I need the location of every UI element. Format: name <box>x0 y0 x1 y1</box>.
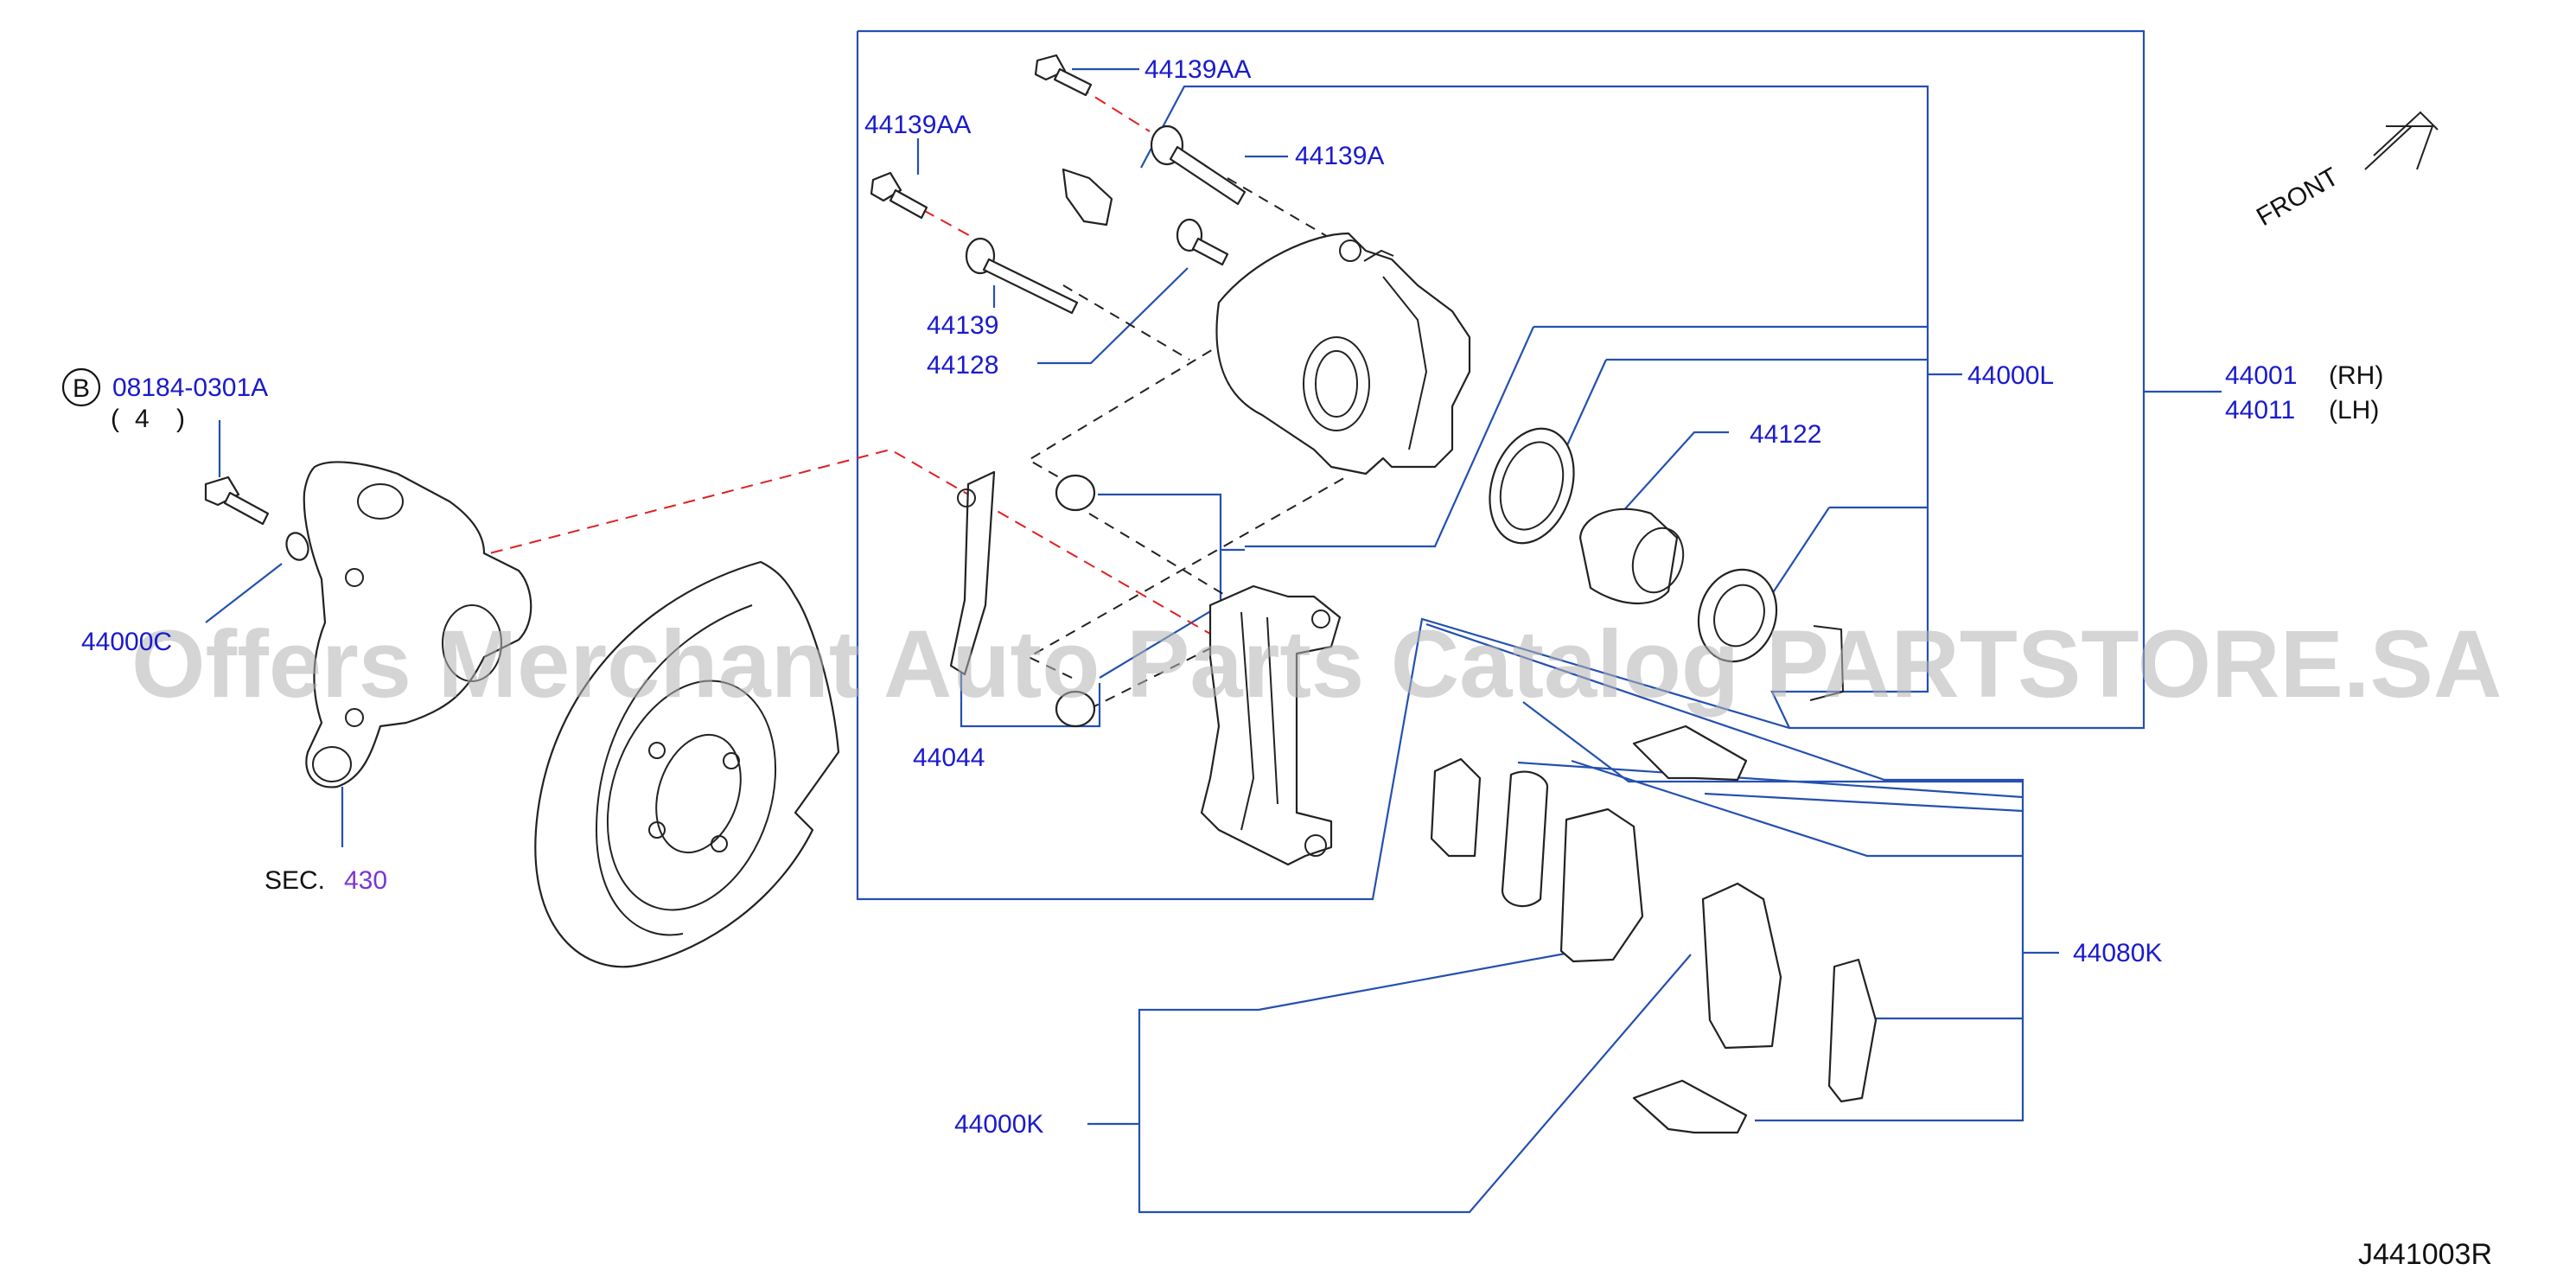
watermark-text: Offers Merchant Auto Parts Catalog PARTS… <box>131 611 2502 718</box>
callout-44011-side: (LH) <box>2329 396 2379 424</box>
steering-knuckle <box>303 461 532 788</box>
caliper-assembly-frame <box>856 29 2146 901</box>
front-arrow-icon <box>2364 111 2439 170</box>
callout-44139: 44139 <box>927 311 998 340</box>
pin-boots <box>1055 474 1096 728</box>
anti-rattle-spring <box>949 470 996 676</box>
callout-44011: 44011 <box>2225 396 2295 424</box>
b-circle-symbol <box>61 367 101 407</box>
callout-44139A: 44139A <box>1295 142 1384 170</box>
front-label: FRONT <box>2252 163 2343 232</box>
section-ref-number: 430 <box>344 866 387 895</box>
piston-dust-boot <box>1697 568 1778 663</box>
callout-44080K: 44080K <box>2073 939 2162 967</box>
piston-kit <box>1489 427 1845 701</box>
pad-kit-bracket <box>1425 622 2024 1122</box>
callout-08184-0301A: 08184-0301A <box>112 373 268 402</box>
callout-44001: 44001 <box>2225 361 2297 390</box>
piston <box>1578 507 1679 605</box>
pad-clip-1 <box>1632 724 1748 782</box>
caliper-bracket <box>1200 584 1342 866</box>
seal-kit-bracket <box>1140 85 1929 729</box>
guide-pins <box>870 54 1247 315</box>
caliper-body <box>1215 232 1471 476</box>
callout-44122: 44122 <box>1750 420 1821 449</box>
callout-44001-side: (RH) <box>2329 361 2383 390</box>
callout-08184-qty-open: ( <box>111 405 119 433</box>
assembly-frames <box>205 29 2222 1214</box>
callout-44000L: 44000L <box>1967 361 2054 390</box>
pad-set-bracket <box>1087 954 1692 1214</box>
callout-44000C: 44000C <box>81 628 172 656</box>
diagram-code: J441003R <box>2358 1238 2492 1271</box>
mounting-bolt <box>204 476 309 561</box>
pad-shim-1 <box>1430 757 1482 858</box>
callout-44044: 44044 <box>913 744 985 772</box>
piston-seal-ring <box>1489 427 1575 545</box>
callout-08184-qty: 4 <box>135 405 150 433</box>
pad-shim-2 <box>1501 770 1549 908</box>
brake-pad-outer <box>1701 882 1782 1050</box>
callout-44000K: 44000K <box>954 1110 1043 1139</box>
b-circle-letter: B <box>73 374 90 403</box>
section-ref-prefix: SEC. <box>265 866 325 895</box>
pad-shim-3 <box>1827 958 1878 1103</box>
callout-08184-qty-close: ) <box>176 405 185 433</box>
brake-backing-plate <box>534 560 840 968</box>
callout-44128: 44128 <box>927 351 998 380</box>
callout-44139AA-top: 44139AA <box>1145 55 1251 84</box>
callout-44139AA-left: 44139AA <box>864 111 971 139</box>
pad-clip-2 <box>1632 1079 1748 1134</box>
brake-pad-inner <box>1559 807 1644 963</box>
callout-labels: 44139AA 44139AA 44139A 44139 44128 44000… <box>73 55 2492 1271</box>
brake-pads <box>1430 724 1878 1134</box>
